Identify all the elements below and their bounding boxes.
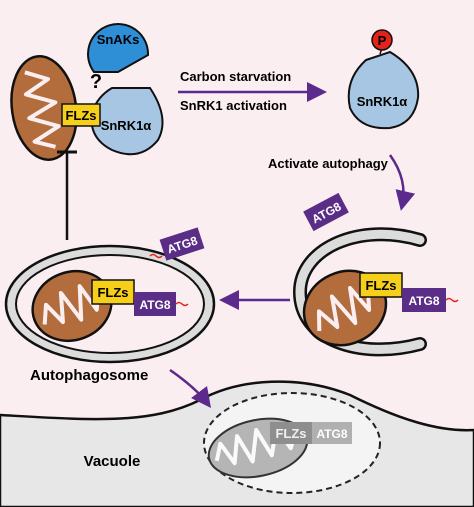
flzs-box-topleft [61,103,101,127]
lipid-tail-right [445,297,459,303]
phospho-circle [371,29,393,51]
vacuole-label: Vacuole [84,453,141,470]
flzs-label-autophagosome: FLZs [97,285,128,300]
faded-flzs-label: FLZs [275,426,306,441]
snrk1-activation-label: SnRK1 activation [180,98,287,113]
atg8-box-autophagosome [134,292,176,316]
flzs-label-right: FLZs [365,278,396,293]
fusion-arrow [169,368,212,408]
snaks-shape [87,23,150,73]
autophagosome-label: Autophagosome [30,367,148,384]
faded-atg8-label: ATG8 [316,427,347,441]
snrk1a-phospho-shape [347,50,420,130]
flzs-box-right [359,272,403,298]
flzs-box-autophagosome [91,279,135,305]
carbon-starvation-label: Carbon starvation [180,69,291,84]
autophagy-arrow [388,154,416,211]
atg8-tag-outer: ATG8 [159,227,205,261]
autophagic-body: FLZs ATG8 [203,392,381,494]
phagophore [292,227,427,357]
lipid-tail-autophagosome [175,301,189,307]
activate-autophagy-label: Activate autophagy [268,156,389,171]
atg8-tag-phagophore: ATG8 [303,192,349,232]
faded-atg8-box [312,422,352,444]
snaks-label: SnAKs [97,32,140,47]
phospho-label: P [378,33,387,48]
atg8-label-autophagosome: ATG8 [139,298,170,312]
snrk1a-label: SnRK1α [101,118,152,133]
snrk1a-phospho-label: SnRK1α [357,94,408,109]
question-mark: ? [90,71,102,93]
faded-flzs-box [270,422,312,444]
atg8-box-right [402,288,446,312]
flzs-label-topleft: FLZs [65,108,96,123]
lipid-tail-outer [149,253,163,259]
atg8-label-right: ATG8 [408,294,439,308]
